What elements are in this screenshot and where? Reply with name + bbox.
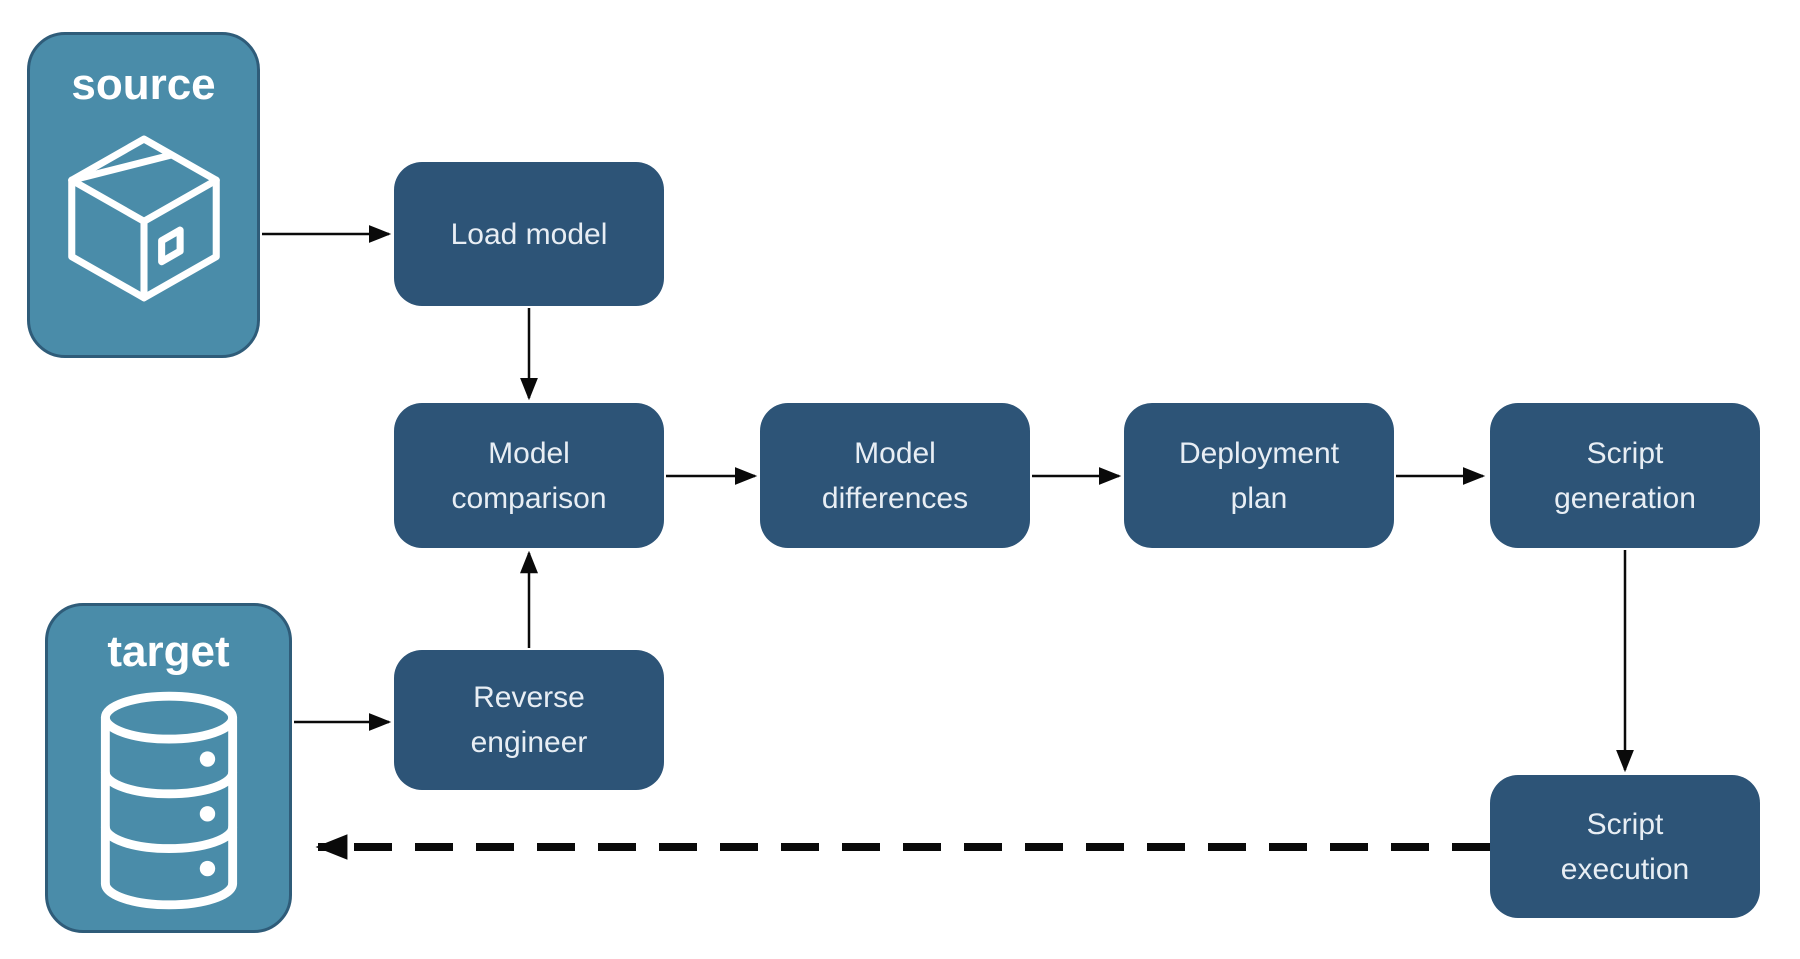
node-load-model: Load model xyxy=(394,162,664,306)
node-label: Model differences xyxy=(821,436,969,515)
package-box-icon xyxy=(67,135,220,302)
node-deployment-plan: Deployment plan xyxy=(1124,403,1394,548)
node-label: Load model xyxy=(450,217,608,251)
node-label: Model comparison xyxy=(451,436,607,515)
node-reverse-engineer: Reverse engineer xyxy=(394,650,664,790)
node-label: Reverse engineer xyxy=(470,681,588,759)
node-script-execution: Script execution xyxy=(1490,775,1760,918)
container-source: source xyxy=(27,32,260,358)
database-icon xyxy=(100,691,237,910)
node-script-generation: Script generation xyxy=(1490,403,1760,548)
source-label: source xyxy=(71,60,216,109)
node-label: Deployment plan xyxy=(1178,436,1340,515)
node-model-comparison: Model comparison xyxy=(394,403,664,548)
node-label: Script generation xyxy=(1554,436,1696,515)
node-label: Script execution xyxy=(1560,807,1690,886)
container-target: target xyxy=(45,603,292,933)
target-label: target xyxy=(107,627,230,676)
node-model-differences: Model differences xyxy=(760,403,1030,548)
